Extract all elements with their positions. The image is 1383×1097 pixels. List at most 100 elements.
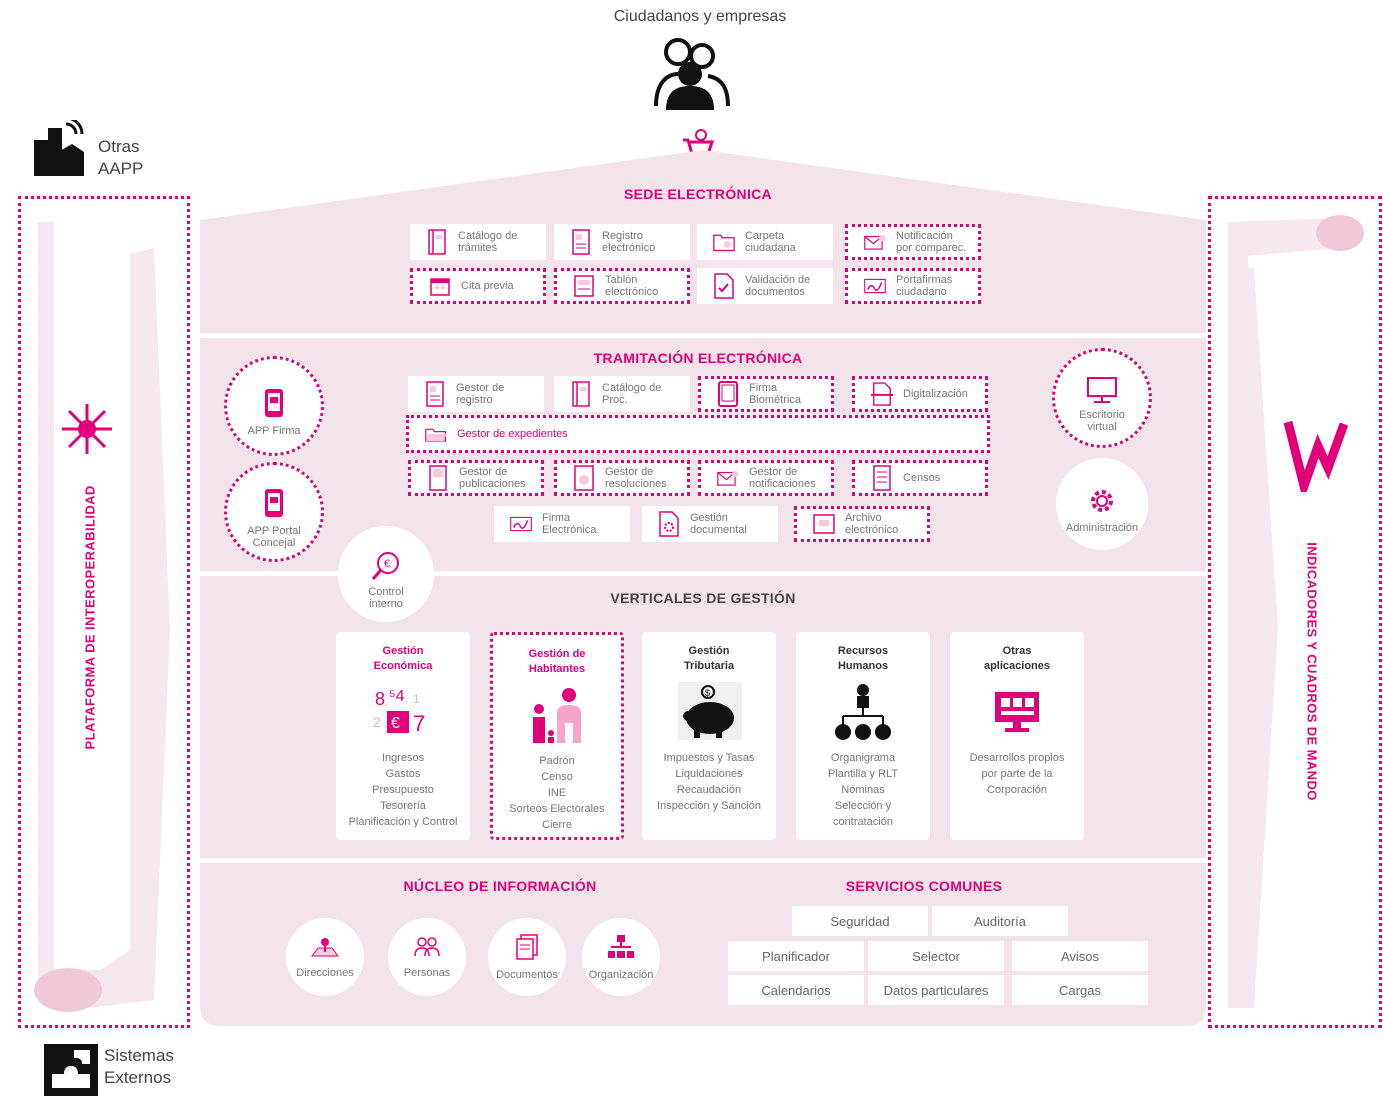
indicators-arrow: [1218, 208, 1368, 1028]
tram-row1-tile-2-label: Firma Biométrica: [749, 382, 801, 406]
servicio-row2-0[interactable]: Planificador: [728, 941, 864, 971]
svg-text:€: €: [391, 715, 400, 732]
sede-tile-6[interactable]: Validación de documentos: [697, 268, 833, 304]
tram-row3-tile-1[interactable]: Gestor de resoluciones: [554, 460, 690, 496]
tram-row4-tile-1[interactable]: Gestión documental: [642, 506, 778, 542]
tram-row1-tile-1[interactable]: Catálogo de Proc.: [554, 376, 690, 412]
catalog-icon: [426, 229, 448, 255]
vertical-card-title: Gestión de Habitantes: [528, 648, 586, 675]
vertical-card-items: Ingresos Gastos Presupuesto Tesorería Pl…: [348, 752, 458, 828]
phone-icon: [264, 376, 284, 421]
piggy-bank-icon: $: [642, 674, 776, 750]
monitor-icon: [1086, 364, 1118, 407]
tram-row4-tile-2[interactable]: Archivo electrónico: [794, 506, 930, 542]
folder-icon: [713, 231, 735, 253]
sede-tile-0[interactable]: Catálogo de trámites: [410, 224, 546, 260]
nucleo-title: NÚCLEO DE INFORMACIÓN: [403, 878, 597, 894]
gear-icon: [1088, 475, 1116, 518]
indicators-label: INDICADORES Y CUADROS DE MANDO: [1304, 542, 1320, 801]
interoperability-frame: [18, 196, 190, 1028]
servicio-row1-0[interactable]: Seguridad: [792, 906, 928, 936]
sede-tile-7-label: Portafirmas ciudadano: [896, 274, 953, 298]
nucleo-item-label: Direcciones: [296, 966, 354, 979]
servicio-row2-2[interactable]: Avisos: [1012, 941, 1148, 971]
envelope-icon: [717, 467, 739, 489]
nucleo-item-direcciones[interactable]: Direcciones: [286, 918, 364, 996]
servicio-row3-0[interactable]: Calendarios: [728, 975, 864, 1005]
servicio-row3-2[interactable]: Cargas: [1012, 975, 1148, 1005]
vertical-card-items: Impuestos y Tasas Liquidaciones Recaudac…: [657, 752, 761, 812]
sede-tile-4[interactable]: Cita previa: [410, 268, 546, 304]
sede-tile-1-label: Registro electrónico: [602, 230, 656, 254]
servicio-row2-1[interactable]: Selector: [868, 941, 1004, 971]
documents-icon: [515, 933, 539, 963]
people-icon: [493, 677, 621, 753]
sede-tile-7[interactable]: Portafirmas ciudadano: [845, 268, 981, 304]
sede-tile-1[interactable]: Registro electrónico: [554, 224, 690, 260]
sede-tile-3[interactable]: Notificación por comparec.: [845, 224, 981, 260]
sede-tile-0-label: Catálogo de trámites: [458, 230, 518, 254]
signature-icon: [510, 513, 532, 535]
servicio-row1-1[interactable]: Auditoría: [932, 906, 1068, 936]
vertical-card-items: Organigrama Plantilla y RLT Nóminas Sele…: [827, 752, 899, 828]
archive-icon: [813, 513, 835, 535]
control-interno[interactable]: € Control interno: [338, 526, 434, 622]
nucleo-item-label: Documentos: [496, 968, 558, 981]
hub-star-icon: [60, 402, 114, 456]
escritorio-virtual[interactable]: Escritorio virtual: [1052, 348, 1152, 448]
sede-tile-5[interactable]: Tablón electrónico: [554, 268, 690, 304]
vertical-card-title: Gestión Tributaria: [683, 645, 735, 672]
svg-text:€: €: [384, 558, 390, 570]
tram-row3-tile-2-label: Gestor de notificaciones: [749, 466, 816, 490]
interoperability-label: PLATAFORMA DE INTEROPERABILIDAD: [82, 485, 98, 750]
vertical-card-title: Otras aplicaciones: [983, 645, 1051, 672]
svg-text:1: 1: [413, 692, 420, 706]
nucleo-item-label: Organización: [588, 968, 654, 981]
tram-row4-tile-0[interactable]: Firma Electrónica: [494, 506, 630, 542]
nucleo-item-organización[interactable]: Organización: [582, 918, 660, 996]
org-chart-icon: [607, 934, 635, 963]
vertical-card-items: Desarrollos propios por parte de la Corp…: [969, 752, 1065, 796]
tablet-icon: [717, 381, 739, 407]
tram-row1-tile-3[interactable]: Digitalización: [852, 376, 988, 412]
servicio-row3-1[interactable]: Datos particulares: [868, 975, 1004, 1005]
svg-text:2: 2: [373, 714, 381, 730]
tram-row1-tile-3-label: Digitalización: [903, 388, 968, 400]
calendar-icon: [429, 275, 451, 297]
nucleo-item-documentos[interactable]: Documentos: [488, 918, 566, 996]
verticales-title: VERTICALES DE GESTIÓN: [610, 590, 796, 606]
svg-text:7: 7: [413, 711, 425, 736]
tram-row1-tile-0-label: Gestor de registro: [456, 382, 505, 406]
app-firma[interactable]: APP Firma: [224, 356, 324, 456]
tram-row1-tile-0[interactable]: Gestor de registro: [408, 376, 544, 412]
svg-text:⁵4: ⁵4: [389, 688, 405, 705]
svg-text:8: 8: [375, 689, 385, 709]
tram-row3-tile-0-label: Gestor de publicaciones: [459, 466, 526, 490]
board-icon: [573, 275, 595, 297]
puzzle-icon: [44, 1044, 98, 1096]
administracion[interactable]: Administración: [1056, 458, 1148, 550]
tram-row3-tile-2[interactable]: Gestor de notificaciones: [698, 460, 834, 496]
tram-row3-tile-3[interactable]: Censos: [852, 460, 988, 496]
tram-row1-tile-1-label: Catálogo de Proc.: [602, 382, 662, 406]
sede-tile-2[interactable]: Carpeta ciudadana: [697, 224, 833, 260]
gestor-expedientes[interactable]: Gestor de expedientes: [406, 415, 990, 453]
publication-icon: [427, 465, 449, 491]
sede-tile-3-label: Notificación por comparec.: [896, 230, 967, 254]
phone-icon: [264, 476, 284, 521]
sede-tile-4-label: Cita previa: [461, 280, 514, 292]
vertical-card-2[interactable]: Gestión Tributaria$Impuestos y Tasas Liq…: [642, 632, 776, 840]
resolution-icon: [573, 465, 595, 491]
app-portal-concejal[interactable]: APP Portal Concejal: [224, 462, 324, 562]
envelope-icon: [864, 231, 886, 253]
tram-row1-tile-2[interactable]: Firma Biométrica: [698, 376, 834, 412]
scan-icon: [871, 382, 893, 406]
nucleo-item-personas[interactable]: Personas: [388, 918, 466, 996]
tram-row3-tile-0[interactable]: Gestor de publicaciones: [408, 460, 544, 496]
